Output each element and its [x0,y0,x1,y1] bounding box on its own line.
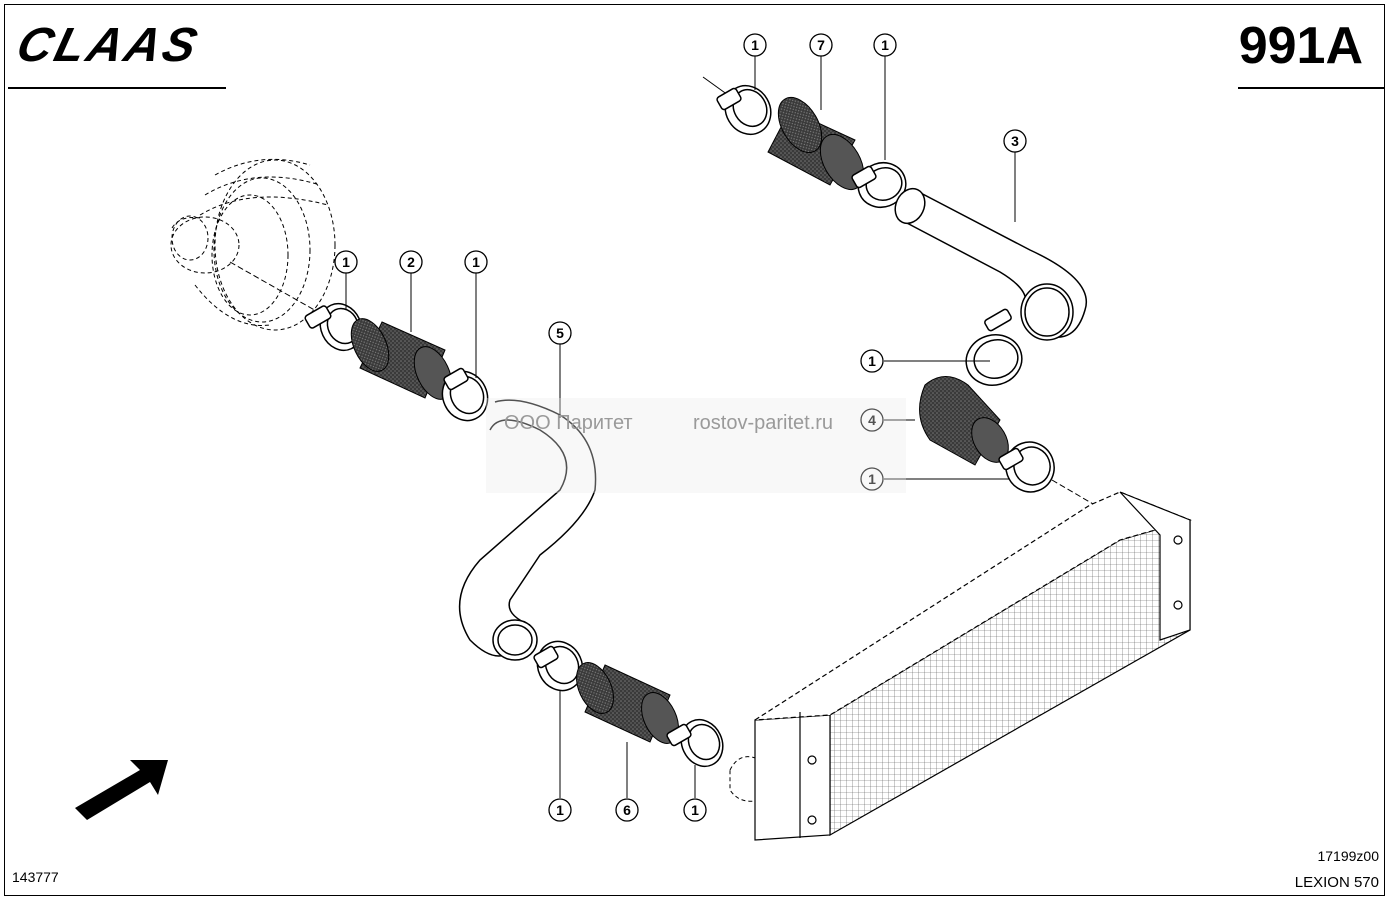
hose-clamp [716,84,772,136]
callout-1: 1 [464,250,488,274]
leader-turbo-to-clamp [229,261,319,313]
svg-text:1: 1 [472,254,480,270]
callout-4: 4 [860,408,884,432]
hose-clamp [533,640,584,692]
callout-2: 2 [399,250,423,274]
svg-text:4: 4 [868,412,876,428]
svg-text:5: 5 [556,325,564,341]
page-code: 991A [1238,17,1363,75]
svg-text:1: 1 [691,802,699,818]
callout-6: 6 [615,798,639,822]
hose-clamp [998,441,1055,493]
watermark: ООО Паритет rostov-paritet.ru [486,398,906,493]
callout-3: 3 [1003,129,1027,153]
svg-text:1: 1 [342,254,350,270]
callout-1: 1 [860,467,884,491]
hose-6 [576,662,679,744]
cooler-inlet-stub [729,756,761,802]
hose-clamp [851,162,907,208]
callout-7: 7 [809,33,833,57]
callout-1: 1 [683,798,707,822]
charge-air-cooler [754,491,1192,841]
callout-leaders [345,56,1016,798]
hose-4 [919,376,1009,466]
svg-text:3: 3 [1011,133,1019,149]
svg-text:1: 1 [556,802,564,818]
hose-clamp [965,308,1023,386]
pipe-3 [894,187,1087,341]
direction-arrow [75,760,168,820]
leader-to-cooler [1051,479,1101,509]
callout-1: 1 [873,33,897,57]
svg-text:1: 1 [868,353,876,369]
svg-text:7: 7 [817,37,825,53]
leader-top-inlet [702,76,729,96]
svg-text:1: 1 [751,37,759,53]
hose-clamp [666,718,724,768]
hose-2 [350,318,453,400]
hose-clamp [441,367,489,422]
document-number: 143777 [12,869,59,885]
callout-1: 1 [860,349,884,373]
callout-1: 1 [743,33,767,57]
drawing-frame [4,4,1385,896]
page-code-underline [1238,87,1384,89]
svg-text:6: 6 [623,802,631,818]
callout-1: 1 [334,250,358,274]
watermark-site: rostov-paritet.ru [693,412,834,434]
pipe-5 [458,399,597,661]
machine-model: LEXION 570 [1294,874,1379,891]
callout-5: 5 [548,321,572,345]
svg-text:2: 2 [407,254,415,270]
turbocharger-outline [170,158,336,331]
drawing-number: 17199z00 [1317,848,1379,864]
svg-text:1: 1 [868,471,876,487]
watermark-company: ООО Паритет [504,412,633,434]
svg-text:1: 1 [881,37,889,53]
logo-underline [8,87,226,89]
callout-1: 1 [548,798,572,822]
